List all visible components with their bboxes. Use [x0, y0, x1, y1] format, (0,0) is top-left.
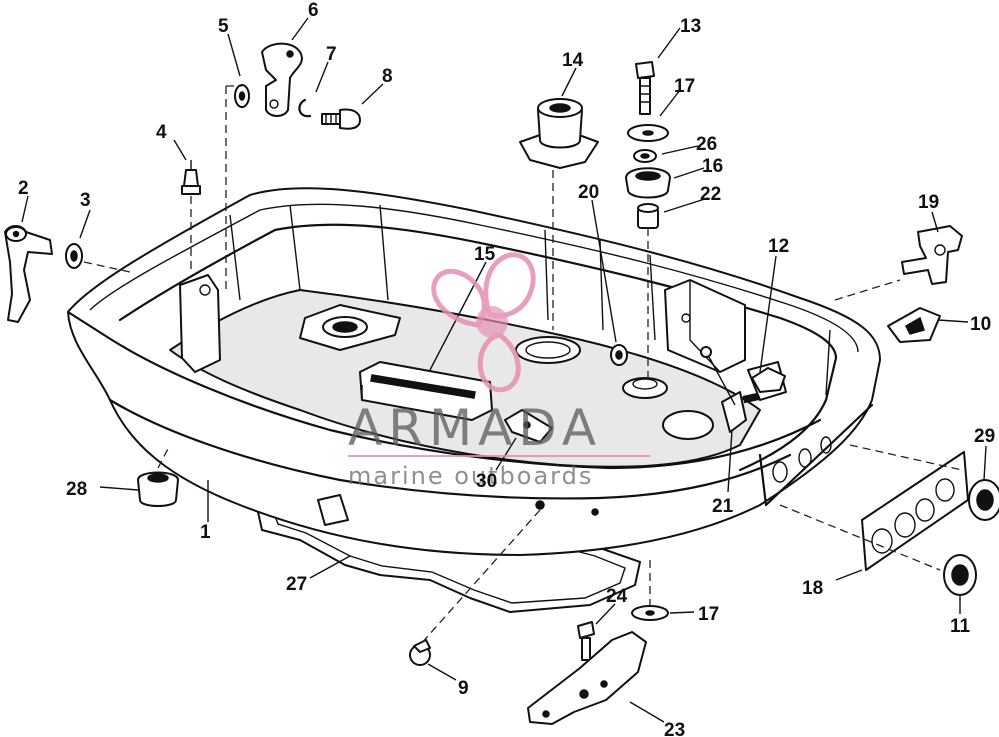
latch-6	[261, 42, 303, 117]
callout-number: 15	[474, 244, 496, 265]
valve-19	[901, 225, 963, 285]
callout-number: 1	[200, 522, 211, 543]
callout-number: 17	[674, 76, 695, 97]
watermark: ARMADA marine outboards	[348, 252, 650, 490]
plug-11	[943, 554, 977, 596]
clip-7	[298, 98, 312, 118]
propeller-logo-icon	[431, 252, 536, 393]
callout-number: 27	[286, 574, 307, 595]
callout-number: 2	[18, 178, 29, 199]
callout-number: 7	[326, 44, 337, 65]
washer-26	[633, 149, 657, 163]
callout-number: 5	[218, 16, 229, 37]
callout-number: 16	[702, 156, 723, 177]
callout-number: 24	[606, 586, 628, 607]
leader-lines	[21, 17, 987, 723]
bolt-21	[700, 346, 747, 433]
grommet-14	[519, 98, 599, 169]
washer-17-top	[627, 124, 669, 142]
bolt-13	[635, 61, 655, 115]
plug-29	[968, 479, 999, 521]
fitting-30	[504, 409, 553, 443]
callout-number: 23	[664, 720, 685, 737]
washer-3	[65, 243, 83, 269]
callout-number: 18	[802, 578, 823, 599]
callout-number: 8	[382, 66, 393, 87]
washer-17-bottom	[631, 605, 669, 621]
grommet-28	[137, 471, 179, 507]
lower-cowl-pan	[66, 187, 881, 556]
callout-number: 30	[476, 471, 497, 492]
watermark-title: ARMADA	[348, 399, 602, 457]
callout-number: 9	[458, 678, 469, 699]
callout-number: 12	[768, 236, 789, 257]
screw-8	[321, 108, 361, 130]
watermark-subtitle: marine outboards	[348, 462, 593, 490]
callout-number: 26	[696, 134, 717, 155]
callout-number: 21	[712, 496, 734, 517]
lever-2	[4, 225, 53, 323]
callout-number: 29	[974, 426, 995, 447]
grommet-16	[625, 167, 671, 199]
callout-number: 17	[698, 604, 719, 625]
callout-number: 13	[680, 16, 701, 37]
callout-number: 6	[308, 0, 319, 21]
callout-number: 4	[156, 122, 167, 143]
callout-number: 28	[66, 479, 87, 500]
plug-9	[409, 639, 431, 666]
fitting-4	[181, 160, 201, 195]
plate-18	[861, 451, 969, 571]
callout-number: 10	[970, 314, 991, 335]
washer-5	[234, 84, 250, 108]
callout-number: 11	[950, 616, 971, 637]
bracket-23	[527, 631, 647, 725]
callout-labels: 1 2 3 4 5 6 7 8 9 10 11 12 13 14 15 16 1…	[18, 0, 995, 737]
washer-20	[610, 344, 628, 366]
assembly-lines	[83, 85, 963, 646]
callout-number: 19	[918, 192, 939, 213]
callout-number: 3	[80, 190, 91, 211]
grommet-10	[887, 307, 941, 343]
bracket-12	[751, 367, 786, 393]
bolt-24	[577, 621, 595, 661]
callout-number: 20	[578, 182, 599, 203]
callout-number: 14	[562, 50, 584, 71]
callout-number: 22	[700, 184, 721, 205]
sleeve-22	[637, 203, 659, 229]
